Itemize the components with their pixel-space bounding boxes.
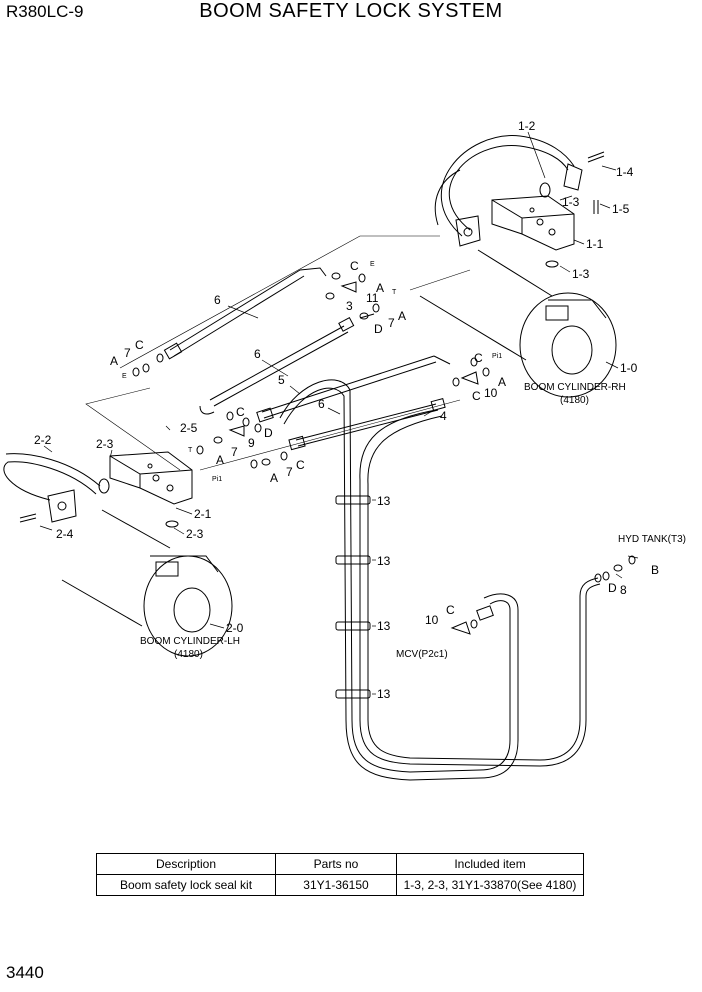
- callout-7-b: 7: [231, 445, 238, 459]
- callout-13-c: 13: [377, 619, 391, 633]
- caption-boom-cylinder-lh: BOOM CYLINDER-LH: [140, 636, 240, 647]
- callout-6-upper: 6: [214, 293, 221, 307]
- callout-2-1: 2-1: [194, 507, 212, 521]
- callout-9: 9: [248, 436, 255, 450]
- callout-2-0: 2-0: [226, 621, 244, 635]
- callout-4: 4: [440, 409, 447, 423]
- callout-1-2: 1-2: [518, 119, 536, 133]
- col-description: Description: [96, 853, 276, 875]
- callout-1-5: 1-5: [612, 202, 630, 216]
- callout-7-d: 7: [388, 316, 395, 330]
- tag-e-right: E: [370, 261, 375, 268]
- caption-mcv: MCV(P2c1): [396, 649, 448, 660]
- callout-1-3-oring: 1-3: [572, 267, 590, 281]
- port-a-4: A: [216, 453, 224, 467]
- port-a-6: A: [498, 375, 506, 389]
- callout-7-a: 7: [124, 346, 131, 360]
- col-included-item: Included item: [396, 853, 584, 875]
- safety-valve-lh: [109, 451, 193, 505]
- caption-boom-cylinder-lh-ref: (4180): [174, 649, 203, 660]
- port-c-4: C: [296, 458, 305, 472]
- tag-t-left: T: [188, 447, 193, 454]
- fittings: [132, 272, 636, 635]
- tag-pi1-left: Pi1: [212, 476, 222, 483]
- tag-t-right: T: [392, 289, 397, 296]
- hose-6-middle: [199, 316, 355, 415]
- caption-hyd-tank: HYD TANK(T3): [618, 534, 686, 545]
- bolts-1-4-1-5: [545, 151, 605, 268]
- callout-2-5: 2-5: [180, 421, 198, 435]
- callout-1-3: 1-3: [562, 195, 580, 209]
- col-parts-no: Parts no: [275, 853, 397, 875]
- clamps-13: [335, 495, 371, 699]
- hose-4: [288, 397, 446, 451]
- port-c-7: C: [446, 603, 455, 617]
- callout-6-middle: 6: [254, 347, 261, 361]
- port-d-3: D: [608, 581, 617, 595]
- callout-13-a: 13: [377, 494, 391, 508]
- callout-5: 5: [278, 373, 285, 387]
- page-number: 3440: [6, 963, 44, 982]
- boom-cylinder-rh: [419, 249, 617, 398]
- pilot-lines: [85, 235, 471, 471]
- tag-pi1-right: Pi1: [492, 353, 502, 360]
- port-a-5: A: [270, 471, 278, 485]
- model-code: R380LC-9: [6, 2, 84, 21]
- port-c-5: C: [474, 351, 483, 365]
- port-c-3: C: [236, 405, 245, 419]
- port-c-2: C: [350, 259, 359, 273]
- callout-6-lower: 6: [318, 397, 325, 411]
- cell-description: Boom safety lock seal kit: [96, 874, 276, 896]
- cell-included-item: 1-3, 2-3, 31Y1-33870(See 4180): [396, 874, 584, 896]
- table-row: Boom safety lock seal kit 31Y1-36150 1-3…: [96, 874, 584, 896]
- hose-return-tank: [359, 409, 601, 767]
- caption-boom-cylinder-rh: BOOM CYLINDER-RH: [524, 382, 626, 393]
- callout-2-2: 2-2: [34, 433, 52, 447]
- leader-lines: [39, 131, 639, 695]
- port-a-1: A: [110, 354, 118, 368]
- callout-2-3-oring: 2-3: [186, 527, 204, 541]
- boom-cylinder-lh: [61, 509, 233, 657]
- callout-1-4: 1-4: [616, 165, 634, 179]
- cell-parts-no: 31Y1-36150: [275, 874, 397, 896]
- callout-13-b: 13: [377, 554, 391, 568]
- callout-7-c: 7: [286, 465, 293, 479]
- tag-e-left: E: [122, 373, 127, 380]
- callout-10-a: 10: [484, 386, 498, 400]
- port-b: B: [651, 563, 659, 577]
- callout-labels: 1-2 1-4 1-3 1-5 1-1 1-3 1-0 2-2 2-3 2-5 …: [34, 119, 686, 701]
- callout-8: 8: [620, 583, 627, 597]
- callout-2-4: 2-4: [56, 527, 74, 541]
- port-a-2: A: [376, 281, 384, 295]
- hose-1-2: [434, 135, 583, 247]
- callout-10-b: 10: [425, 613, 439, 627]
- port-c-6: C: [472, 389, 481, 403]
- hose-6-upper: [163, 267, 327, 360]
- parts-table: Description Parts no Included item Boom …: [96, 853, 584, 896]
- callout-11: 11: [366, 291, 379, 305]
- hose-5: [279, 379, 519, 781]
- port-a-3: A: [398, 309, 406, 323]
- hose-2-2: [3, 453, 179, 528]
- caption-boom-cylinder-rh-ref: (4180): [560, 395, 589, 406]
- callout-1-0: 1-0: [620, 361, 638, 375]
- safety-valve-rh: [491, 195, 575, 251]
- page-title: BOOM SAFETY LOCK SYSTEM: [199, 0, 503, 22]
- port-c-1: C: [135, 338, 144, 352]
- parts-table-header: Description Parts no Included item: [96, 853, 584, 875]
- callout-3: 3: [346, 299, 353, 313]
- port-d-2: D: [264, 426, 273, 440]
- callout-2-3: 2-3: [96, 437, 114, 451]
- callout-13-d: 13: [377, 687, 391, 701]
- callout-1-1: 1-1: [586, 237, 604, 251]
- port-d-1: D: [374, 322, 383, 336]
